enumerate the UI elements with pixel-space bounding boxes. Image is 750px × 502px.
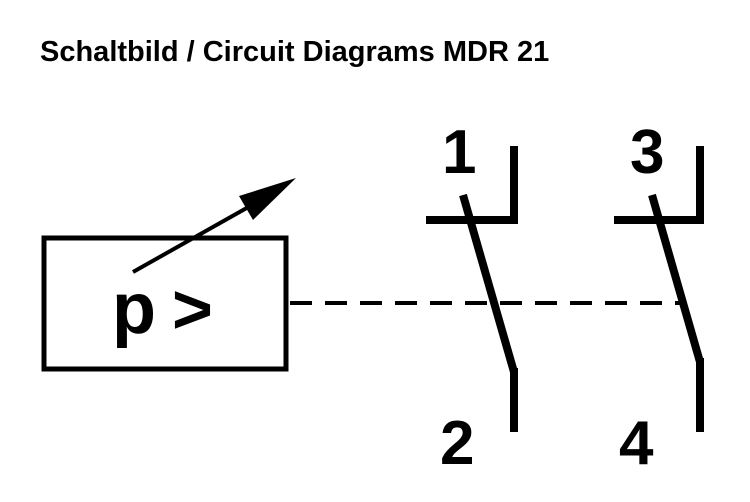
contact-3-4-top-hook xyxy=(614,146,704,224)
contact-1-2-blade xyxy=(459,193,518,374)
greater-than-symbol: > xyxy=(172,270,213,348)
adjust-arrow-shaft xyxy=(132,203,253,274)
terminal-label-1: 1 xyxy=(442,118,476,187)
terminal-label-3: 3 xyxy=(630,118,664,187)
adjust-arrow-head xyxy=(239,178,296,220)
terminal-label-2: 2 xyxy=(440,409,474,478)
contact-1-2-top-hook xyxy=(426,146,518,224)
page-title: Schaltbild / Circuit Diagrams MDR 21 xyxy=(40,36,550,68)
contact-3-4-blade xyxy=(648,193,704,364)
contact-3-4: 3 4 xyxy=(614,118,704,478)
pressure-sensor-box xyxy=(41,235,289,372)
terminal-label-4: 4 xyxy=(619,409,654,478)
pressure-symbol-p: p xyxy=(112,269,156,349)
contact-1-2: 1 2 xyxy=(426,118,518,478)
